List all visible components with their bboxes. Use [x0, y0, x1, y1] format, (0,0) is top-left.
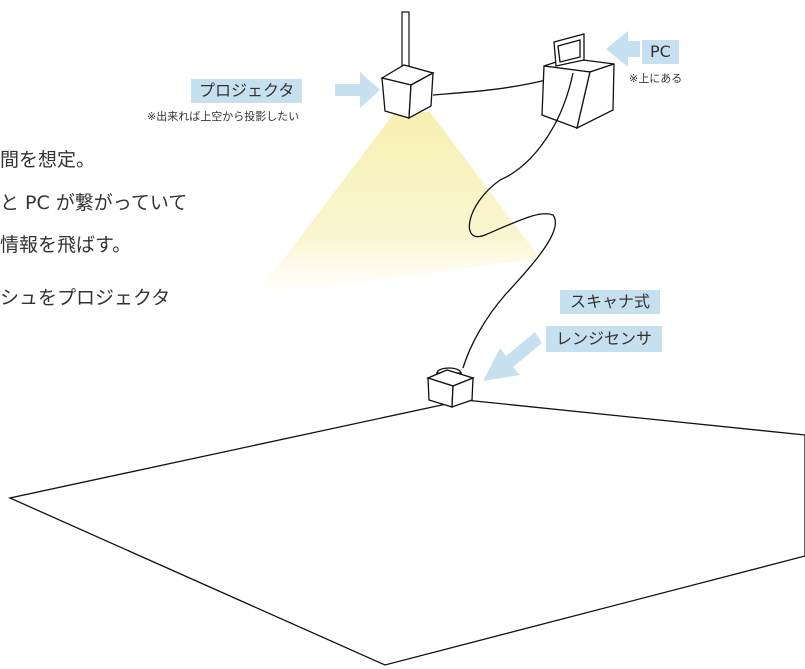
floor-area — [7, 399, 805, 666]
pc-pointer-arrow — [606, 31, 640, 67]
sensor-pointer-arrow — [483, 332, 542, 381]
pc-sensor-cable — [462, 72, 574, 369]
projection-beam — [255, 112, 540, 297]
projector-label: プロジェクタ — [191, 79, 303, 103]
description-line-3: 情報を飛ばす。 — [0, 234, 132, 256]
pc-monitor — [553, 33, 585, 67]
projector-pc-cable — [432, 79, 547, 96]
projector-pointer-arrow — [335, 72, 380, 108]
projector-device — [380, 64, 435, 120]
description-line-2: と PC が繋がっていて — [0, 192, 188, 214]
description-line-4: シュをプロジェクタ — [0, 287, 171, 309]
pc-note: ※上にある — [629, 72, 683, 85]
projector-note: ※出来れば上空から投影したい — [147, 110, 300, 123]
projector-mount-pole — [401, 11, 410, 70]
pc-device — [541, 57, 615, 130]
range-sensor-device — [426, 367, 475, 408]
sensor-label-line-2: レンジセンサ — [546, 326, 663, 352]
sensor-label-line-1: スキャナ式 — [560, 290, 661, 314]
pc-label: PC — [642, 40, 679, 64]
description-line-1: 間を想定。 — [0, 149, 96, 171]
